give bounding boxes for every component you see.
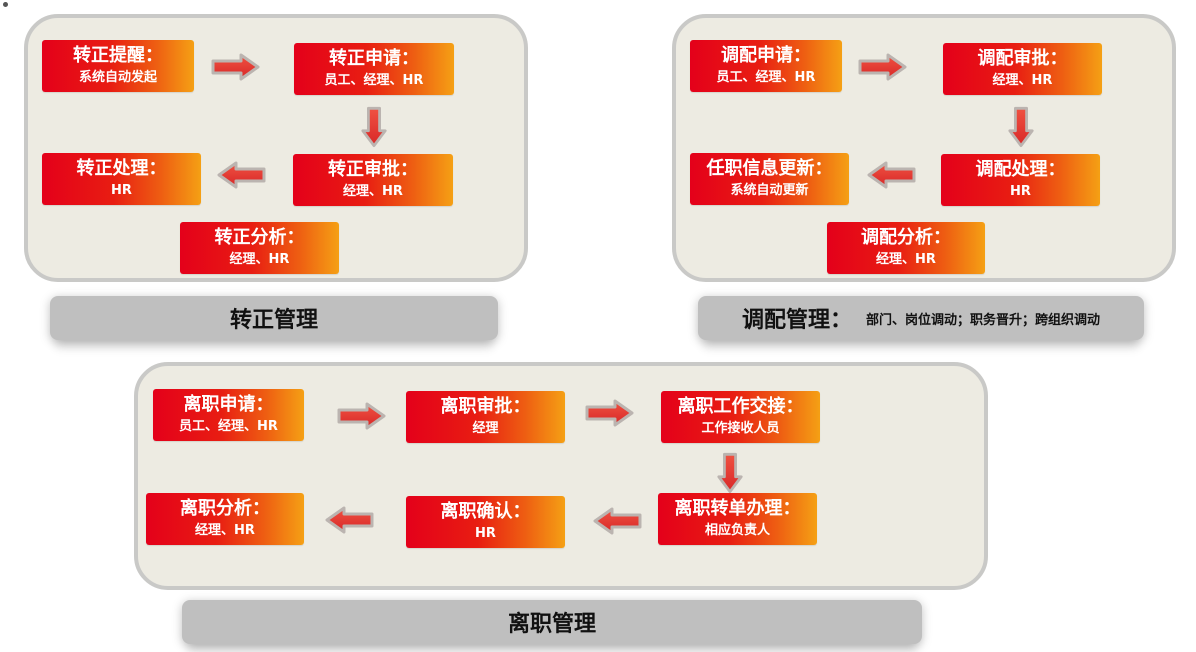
work-handover-node[interactable]: 离职工作交接： 工作接收人员 xyxy=(661,391,820,443)
node-title: 任职信息更新： xyxy=(706,158,833,179)
arrow-left-icon xyxy=(584,506,650,536)
node-subtitle: 经理 xyxy=(472,421,499,436)
node-title: 离职确认： xyxy=(440,501,531,522)
section-title: 调配管理： xyxy=(741,308,852,333)
arrow-left-icon xyxy=(318,505,380,535)
node-subtitle: 经理、HR xyxy=(992,73,1053,88)
section-subtitle: 部门、岗位调动；职务晋升；跨组织调动 xyxy=(866,312,1101,328)
arrow-right-icon xyxy=(584,398,636,428)
arrow-down-icon xyxy=(716,452,744,494)
node-title: 离职申请： xyxy=(183,394,274,415)
node-subtitle: 经理、HR xyxy=(343,184,403,199)
arrow-down-icon xyxy=(1007,106,1035,148)
node-subtitle: 工作接收人员 xyxy=(701,421,780,436)
resignation-approval-node[interactable]: 离职审批： 经理 xyxy=(406,391,565,443)
transfer-order-node[interactable]: 离职转单办理： 相应负责人 xyxy=(658,493,817,545)
probation-reminder-node[interactable]: 转正提醒： 系统自动发起 xyxy=(42,40,194,92)
probation-processing-node[interactable]: 转正处理： HR xyxy=(42,153,201,205)
resignation-application-node[interactable]: 离职申请： 员工、经理、HR xyxy=(153,389,304,441)
node-subtitle: HR xyxy=(111,183,132,198)
node-subtitle: 系统自动发起 xyxy=(78,70,157,85)
transfer-processing-node[interactable]: 调配处理： HR xyxy=(941,154,1100,206)
probation-application-node[interactable]: 转正申请： 员工、经理、HR xyxy=(294,43,454,95)
transfer-application-node[interactable]: 调配申请： 员工、经理、HR xyxy=(690,40,842,92)
resignation-confirm-node[interactable]: 离职确认： HR xyxy=(406,496,565,548)
arrow-left-icon xyxy=(855,160,927,190)
node-title: 调配处理： xyxy=(975,159,1066,180)
node-title: 转正分析： xyxy=(214,227,305,248)
node-title: 离职分析： xyxy=(180,498,270,519)
node-title: 转正申请： xyxy=(329,48,419,69)
node-subtitle: 经理、HR xyxy=(876,252,936,267)
node-subtitle: 相应负责人 xyxy=(704,523,770,538)
stray-dot xyxy=(3,2,8,7)
arrow-left-icon xyxy=(205,160,277,190)
node-title: 调配分析： xyxy=(861,227,951,248)
transfer-title-bar: 调配管理： 部门、岗位调动；职务晋升；跨组织调动 xyxy=(698,296,1144,340)
arrow-down-icon xyxy=(360,106,388,148)
resignation-analysis-node[interactable]: 离职分析： 经理、HR xyxy=(146,493,304,545)
node-title: 离职转单办理： xyxy=(674,498,801,519)
section-title: 转正管理 xyxy=(229,308,318,333)
probation-title-bar: 转正管理 xyxy=(50,296,498,340)
arrow-right-icon xyxy=(857,52,909,82)
arrow-right-icon xyxy=(210,52,262,82)
job-info-update-node[interactable]: 任职信息更新： 系统自动更新 xyxy=(690,153,849,205)
node-subtitle: 员工、经理、HR xyxy=(179,419,278,434)
node-subtitle: HR xyxy=(1010,184,1031,199)
section-title: 离职管理 xyxy=(507,612,596,637)
node-title: 转正处理： xyxy=(76,158,167,179)
node-subtitle: 员工、经理、HR xyxy=(716,70,816,85)
transfer-analysis-node[interactable]: 调配分析： 经理、HR xyxy=(827,222,985,274)
node-subtitle: 员工、经理、HR xyxy=(324,73,424,88)
node-title: 调配申请： xyxy=(721,45,811,66)
probation-analysis-node[interactable]: 转正分析： 经理、HR xyxy=(180,222,339,274)
node-title: 调配审批： xyxy=(977,48,1068,69)
node-title: 离职工作交接： xyxy=(677,396,804,417)
node-subtitle: 经理、HR xyxy=(195,523,255,538)
node-title: 离职审批： xyxy=(440,396,531,417)
resignation-title-bar: 离职管理 xyxy=(182,600,922,644)
transfer-approval-node[interactable]: 调配审批： 经理、HR xyxy=(943,43,1102,95)
node-subtitle: HR xyxy=(475,526,496,541)
probation-approval-node[interactable]: 转正审批： 经理、HR xyxy=(293,154,453,206)
node-title: 转正审批： xyxy=(328,159,418,180)
node-subtitle: 系统自动更新 xyxy=(730,183,809,198)
node-title: 转正提醒： xyxy=(73,45,163,66)
arrow-right-icon xyxy=(336,401,388,431)
node-subtitle: 经理、HR xyxy=(229,252,290,267)
